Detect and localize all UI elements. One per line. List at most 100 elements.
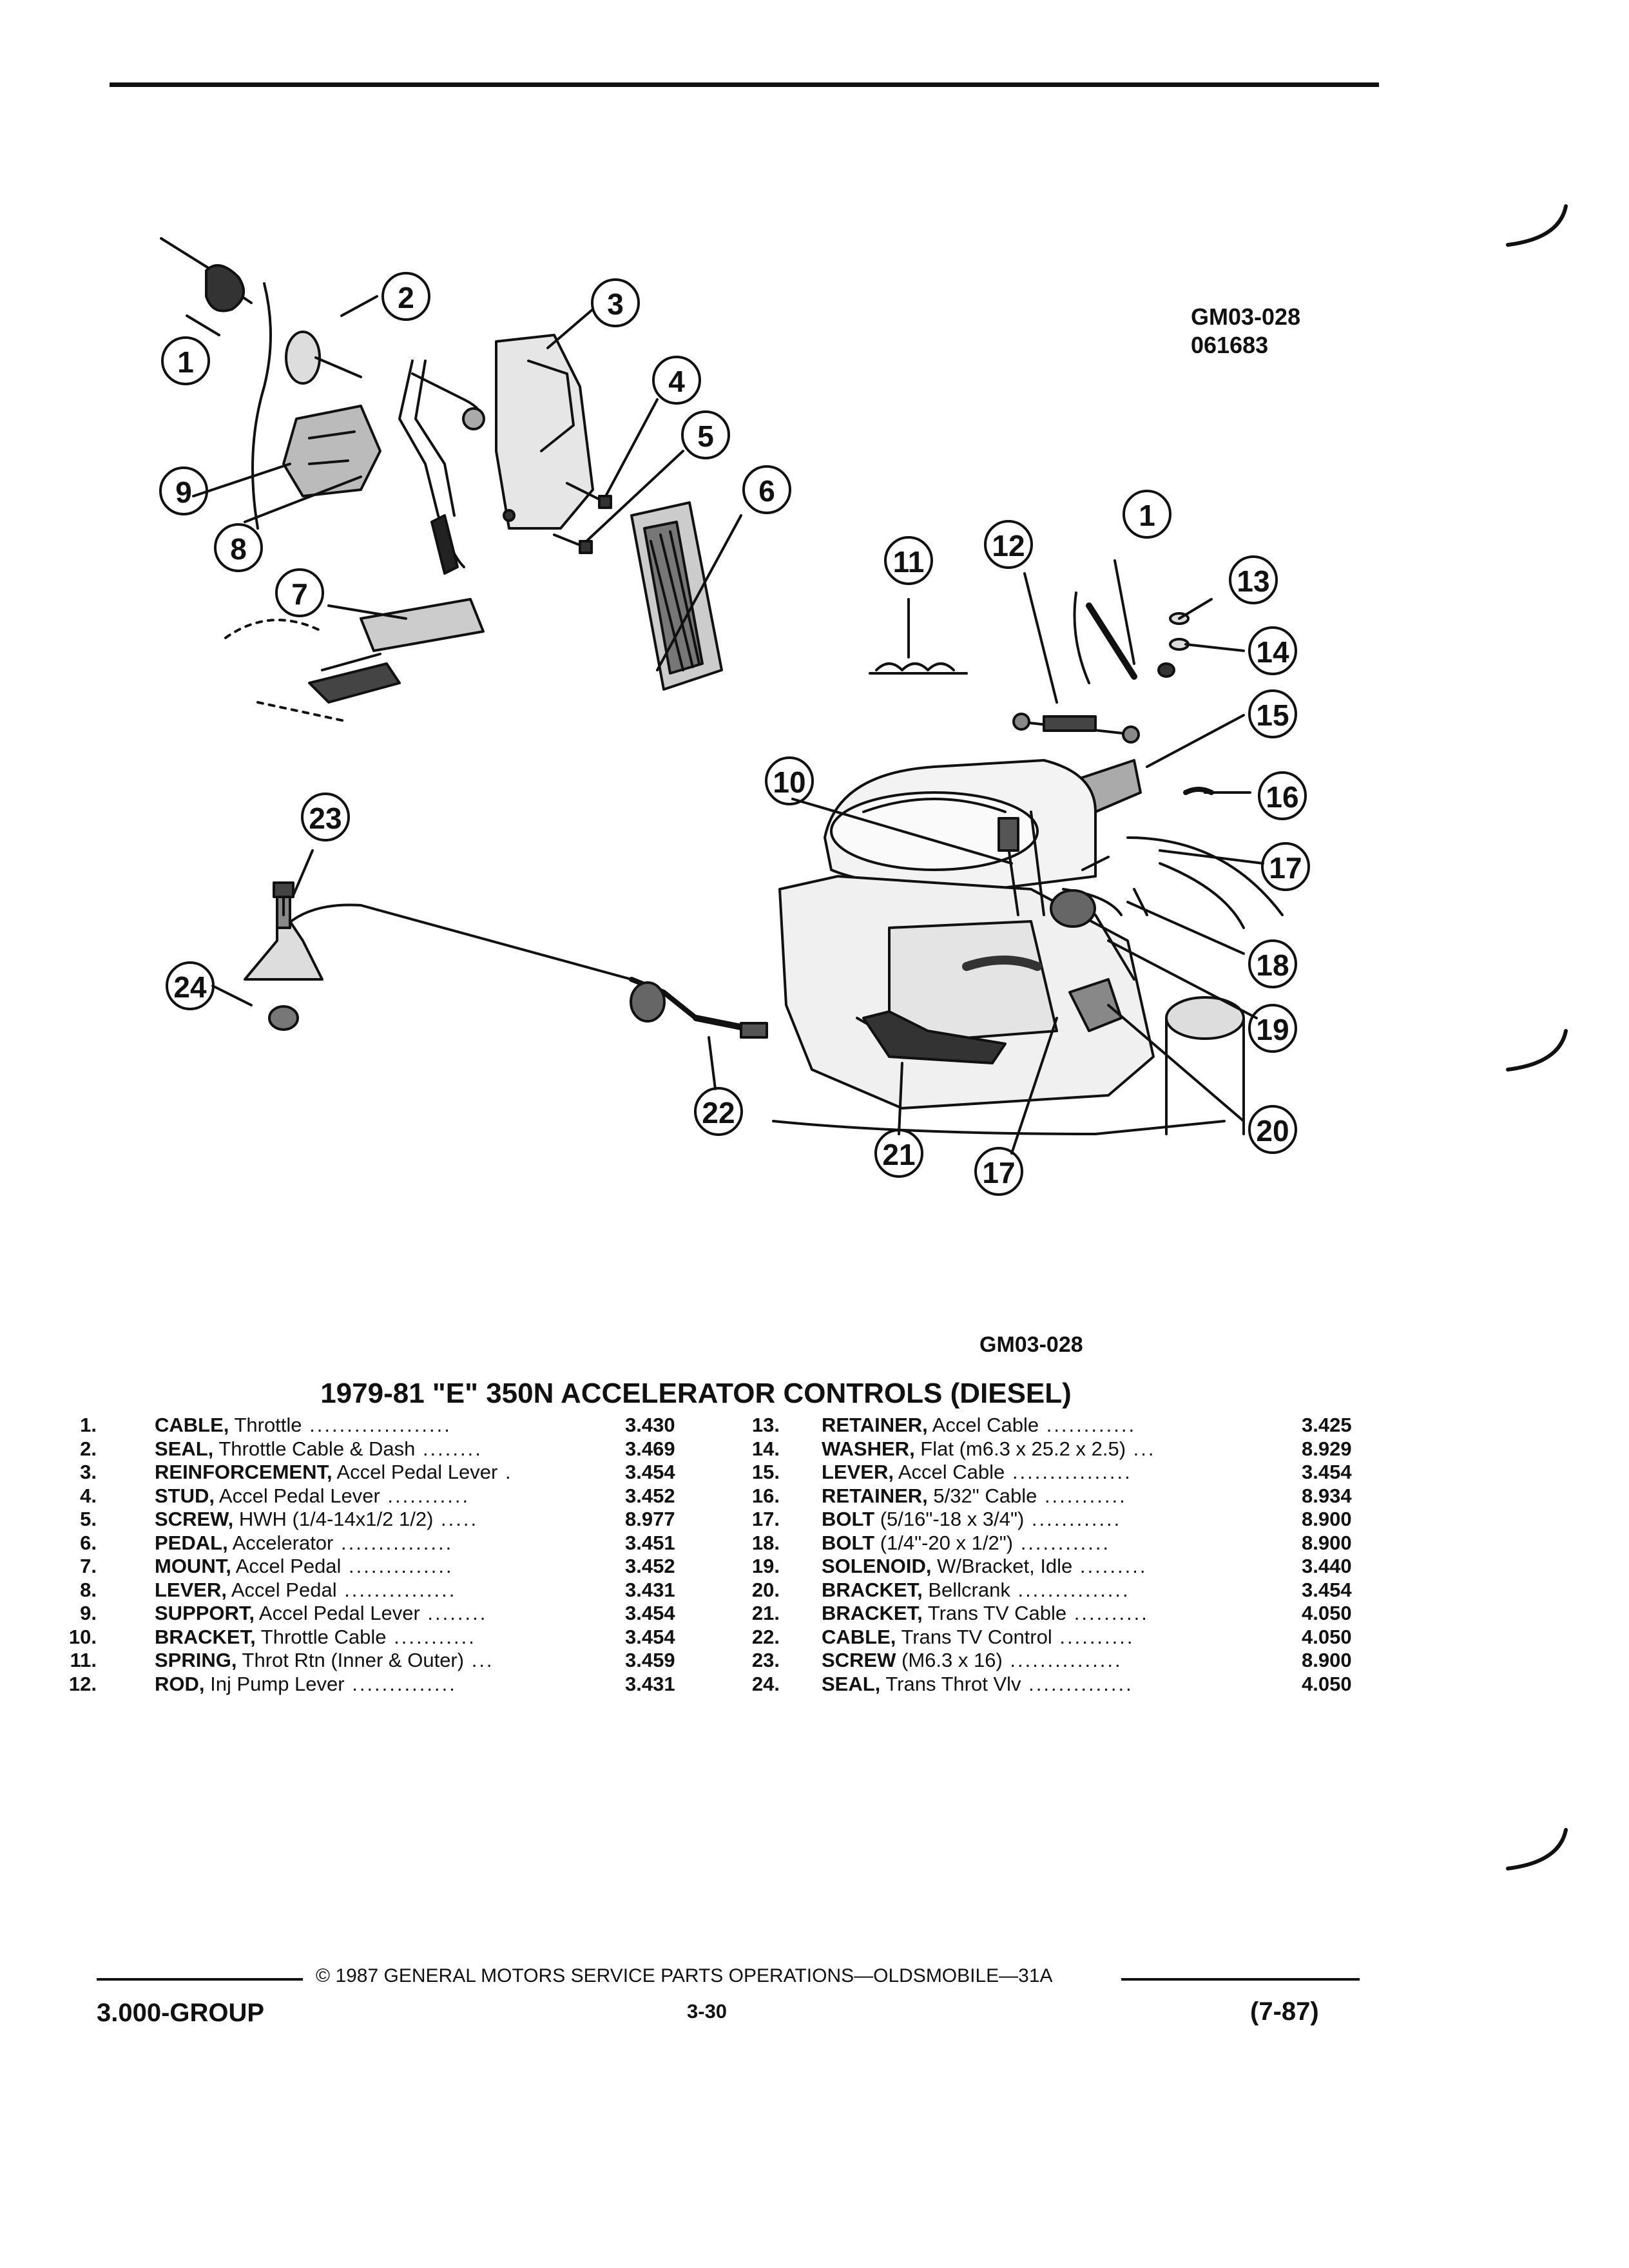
callout-label: 11 xyxy=(893,545,925,579)
callout-11 xyxy=(884,536,933,585)
list-item: 4.STUD, Accel Pedal Lever ...........3.4… xyxy=(58,1485,702,1508)
part-name-bold: STUD, xyxy=(155,1484,215,1507)
leader-dots: ............... xyxy=(1002,1649,1123,1671)
exploded-diagram: 1 2 3 4 5 6 7 8 9 10 11 12 1 13 14 15 16… xyxy=(159,237,1310,1196)
part-code: 3.454 xyxy=(625,1461,675,1483)
part-code: 3.431 xyxy=(625,1672,675,1695)
callout-label: 24 xyxy=(173,970,207,1004)
callout-14 xyxy=(1248,626,1297,675)
leader-dots: ............ xyxy=(1024,1508,1122,1530)
part-code: 3.430 xyxy=(625,1414,675,1436)
callout-8 xyxy=(214,523,263,572)
list-item: 17.BOLT (5/16"-18 x 3/4") ............8.… xyxy=(741,1508,1385,1532)
part-name: Throttle Cable & Dash xyxy=(213,1437,416,1460)
callout-9 xyxy=(159,466,208,515)
callout-label: 4 xyxy=(668,365,685,398)
callout-7 xyxy=(275,568,324,617)
part-code: 3.440 xyxy=(1302,1555,1352,1577)
part-name: W/Bracket, Idle xyxy=(931,1555,1073,1577)
list-item: 7.MOUNT, Accel Pedal ..............3.452 xyxy=(58,1555,702,1579)
part-code: 3.454 xyxy=(1302,1578,1352,1601)
part-name: (M6.3 x 16) xyxy=(896,1649,1003,1671)
accel-pedal-lever xyxy=(398,360,485,575)
accel-pedal-mount xyxy=(308,598,485,704)
list-item: 20.BRACKET, Bellcrank ...............3.4… xyxy=(741,1579,1385,1602)
part-code: 4.050 xyxy=(1302,1672,1352,1695)
list-item: 24.SEAL, Trans Throt Vlv ..............4… xyxy=(741,1673,1385,1696)
part-name: Bellcrank xyxy=(922,1578,1010,1601)
leader-dots: .............. xyxy=(344,1672,457,1695)
leader-dots: ......... xyxy=(1072,1555,1148,1577)
callout-17b xyxy=(974,1147,1023,1196)
callout-label: 8 xyxy=(230,532,247,566)
part-code: 8.929 xyxy=(1302,1437,1352,1460)
trans-tv-cable-bracket xyxy=(862,1010,1007,1064)
callout-3 xyxy=(591,278,640,327)
list-item: 9.SUPPORT, Accel Pedal Lever ........3.4… xyxy=(58,1602,702,1626)
callout-label: 10 xyxy=(773,765,805,799)
part-name-bold: REINFORCEMENT, xyxy=(155,1461,333,1483)
list-item: 18.BOLT (1/4"-20 x 1/2") ............8.9… xyxy=(741,1532,1385,1555)
callout-label: 2 xyxy=(398,281,414,314)
callout-label: 17 xyxy=(1269,851,1302,885)
callout-label: 3 xyxy=(607,287,624,321)
part-number: 6. xyxy=(80,1531,97,1554)
callout-label: 22 xyxy=(702,1096,735,1129)
leader-dots: ............ xyxy=(1013,1531,1111,1554)
part-number: 11. xyxy=(70,1649,97,1671)
part-number: 14. xyxy=(751,1437,780,1460)
part-name-bold: BRACKET, xyxy=(822,1602,923,1624)
callout-21 xyxy=(874,1129,923,1178)
part-name-bold: SPRING, xyxy=(155,1649,237,1671)
leader-dots: ............... xyxy=(336,1578,457,1601)
leader-dots: ........ xyxy=(419,1602,488,1624)
part-code: 3.452 xyxy=(625,1555,675,1577)
copyright-line: © 1987 GENERAL MOTORS SERVICE PARTS OPER… xyxy=(316,1965,1053,1986)
part-code: 3.431 xyxy=(625,1578,675,1601)
callout-13 xyxy=(1229,555,1278,604)
part-code: 3.452 xyxy=(625,1484,675,1507)
inj-pump-lever-rod xyxy=(1012,713,1140,744)
leader-dots: ................... xyxy=(302,1414,452,1436)
part-name: (1/4"-20 x 1/2") xyxy=(874,1531,1014,1554)
part-name: Accel Pedal Lever xyxy=(255,1602,420,1624)
list-item: 2.SEAL, Throttle Cable & Dash ........3.… xyxy=(58,1437,702,1461)
part-code: 3.469 xyxy=(625,1437,675,1460)
callout-label: 16 xyxy=(1266,780,1298,814)
part-name-bold: BRACKET, xyxy=(155,1625,256,1648)
callout-label: 20 xyxy=(1256,1114,1289,1148)
callout-19 xyxy=(1248,1004,1297,1053)
part-code: 3.425 xyxy=(1302,1414,1352,1436)
list-item: 16.RETAINER, 5/32" Cable ...........8.93… xyxy=(741,1485,1385,1508)
callout-17a xyxy=(1261,842,1310,891)
page-number: 3-30 xyxy=(687,2000,728,2023)
part-number: 10. xyxy=(68,1625,97,1648)
list-item: 10.BRACKET, Throttle Cable ...........3.… xyxy=(58,1626,702,1649)
callout-4 xyxy=(652,356,701,405)
part-name-bold: SCREW xyxy=(822,1649,896,1671)
part-name: Flat (m6.3 x 25.2 x 2.5) xyxy=(914,1437,1126,1460)
margin-mark xyxy=(1506,1029,1568,1072)
figure-code: GM03-028 xyxy=(1191,303,1301,330)
part-name: Throttle Cable xyxy=(255,1625,387,1648)
part-name: Throt Rtn (Inner & Outer) xyxy=(236,1649,465,1671)
part-code: 8.900 xyxy=(1302,1508,1352,1530)
part-name-bold: CABLE, xyxy=(822,1625,896,1648)
margin-marks xyxy=(1506,204,1568,1870)
callout-12 xyxy=(984,520,1033,569)
part-code: 8.977 xyxy=(625,1508,675,1530)
list-item: 1.CABLE, Throttle ...................3.4… xyxy=(58,1414,702,1437)
leader-dots: .......... xyxy=(1066,1602,1149,1624)
figure-code-lower: GM03-028 xyxy=(979,1332,1083,1357)
margin-mark xyxy=(1506,1828,1568,1870)
throttle-cable-end xyxy=(160,237,272,530)
accelerator-pedal xyxy=(630,501,723,691)
part-name: HWH (1/4-14x1/2 1/2) xyxy=(233,1508,434,1530)
part-name-bold: LEVER, xyxy=(155,1578,227,1601)
throttle-return-spring xyxy=(869,662,968,675)
part-name-bold: SEAL, xyxy=(155,1437,214,1460)
callout-15 xyxy=(1248,689,1297,738)
list-item: 19.SOLENOID, W/Bracket, Idle .........3.… xyxy=(741,1555,1385,1579)
part-code: 8.934 xyxy=(1302,1484,1352,1507)
part-name: Inj Pump Lever xyxy=(204,1672,345,1695)
